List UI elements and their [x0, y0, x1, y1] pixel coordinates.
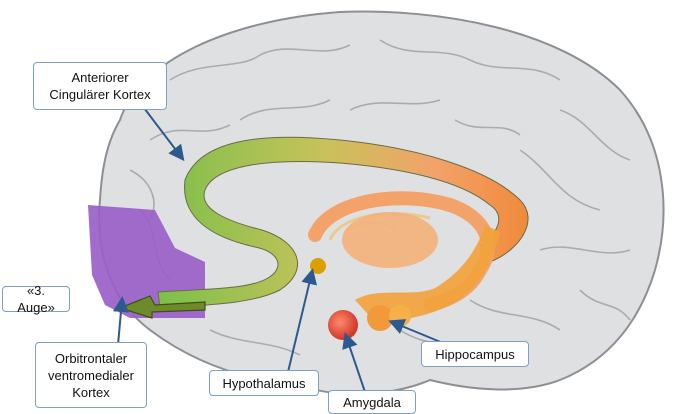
- label-hypothalamus: Hypothalamus: [209, 370, 319, 396]
- label-third-eye: «3. Auge»: [2, 286, 70, 312]
- label-orbitofrontal: Orbitrontaler ventromedialer Kortex: [35, 342, 147, 408]
- thalamus: [342, 212, 438, 268]
- label-amygdala: Amygdala: [328, 390, 416, 414]
- label-anterior-cingulate: Anteriorer Cingulärer Kortex: [33, 62, 167, 110]
- amygdala-structure: [328, 310, 358, 340]
- label-hippocampus: Hippocampus: [421, 341, 529, 367]
- hypothalamus-structure: [310, 258, 326, 274]
